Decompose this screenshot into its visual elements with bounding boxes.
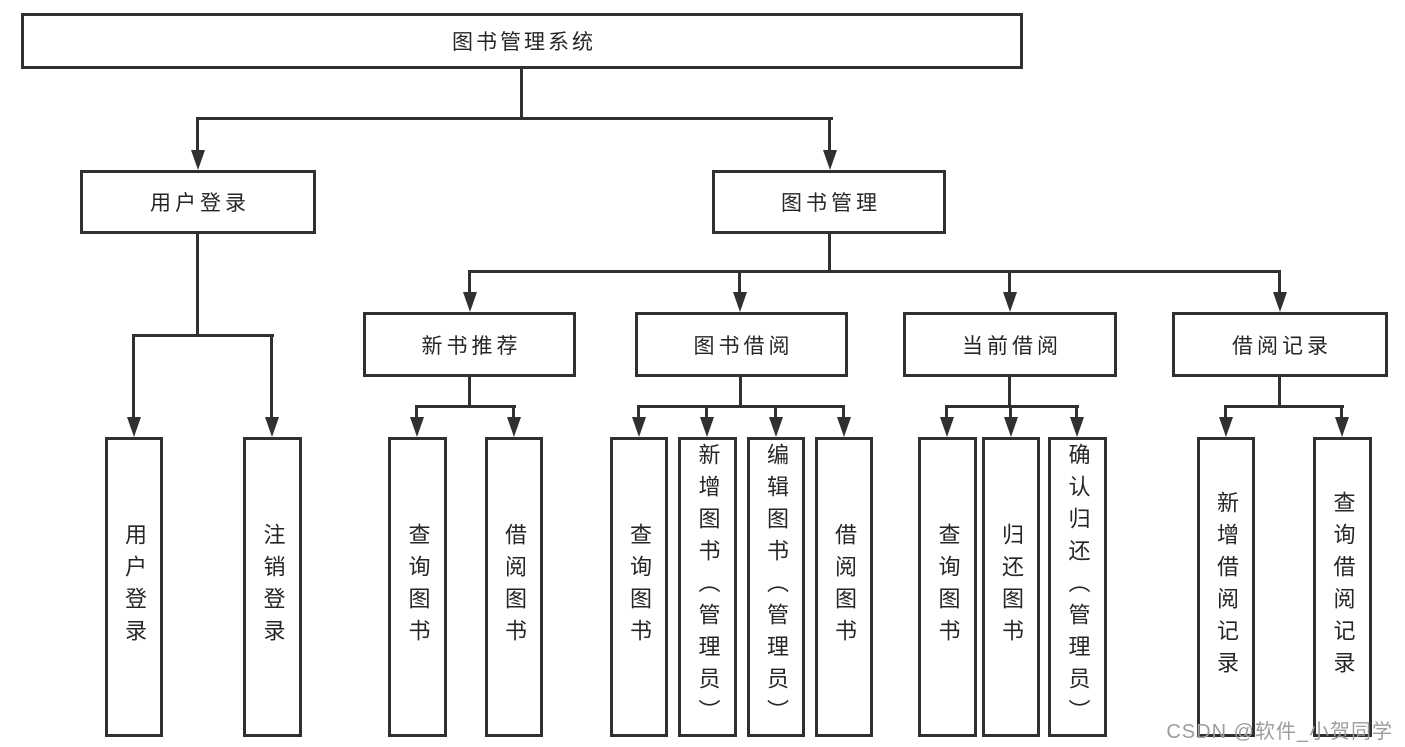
- leaf-edit-book-admin: 编辑图书（管理员）: [747, 437, 805, 737]
- connector-line: [739, 377, 742, 408]
- connector-line: [196, 117, 199, 154]
- arrow-down-icon: [632, 417, 646, 437]
- connector-line: [637, 405, 640, 421]
- arrow-down-icon: [507, 417, 521, 437]
- leaf-add-borrow-record: 新增借阅记录: [1197, 437, 1255, 737]
- connector-line: [828, 117, 831, 154]
- leaf-label: 注销登录: [260, 523, 286, 651]
- leaf-label: 新增借阅记录: [1214, 491, 1239, 683]
- arrow-down-icon: [837, 417, 851, 437]
- leaf-label: 新增图书（管理员）: [695, 443, 721, 731]
- arrow-down-icon: [823, 150, 837, 170]
- arrow-down-icon: [410, 417, 424, 437]
- arrow-down-icon: [463, 292, 477, 312]
- leaf-label: 查询借阅记录: [1330, 491, 1356, 683]
- connector-line: [1278, 270, 1281, 296]
- connector-line: [1009, 405, 1012, 421]
- leaf-label: 确认归还（管理员）: [1065, 443, 1091, 731]
- arrow-down-icon: [769, 417, 783, 437]
- connector-line: [196, 233, 199, 337]
- leaf-label: 查询图书: [935, 523, 961, 651]
- connector-line: [415, 405, 418, 421]
- leaf-label: 编辑图书（管理员）: [764, 443, 789, 731]
- connector-line: [132, 334, 135, 421]
- connector-line: [468, 270, 1281, 273]
- leaf-label: 借阅图书: [502, 523, 527, 651]
- connector-line: [842, 405, 845, 421]
- leaf-query-books-recommend: 查询图书: [388, 437, 447, 737]
- node-borrow-records: 借阅记录: [1172, 312, 1388, 377]
- connector-line: [196, 117, 833, 120]
- leaf-borrow-book: 借阅图书: [815, 437, 873, 737]
- connector-line: [1224, 405, 1227, 421]
- arrow-down-icon: [1004, 417, 1018, 437]
- leaf-label: 用户登录: [122, 523, 147, 651]
- connector-line: [1340, 405, 1343, 421]
- leaf-label: 查询图书: [405, 523, 431, 651]
- arrow-down-icon: [940, 417, 954, 437]
- connector-line: [774, 405, 777, 421]
- node-book-borrowing: 图书借阅: [635, 312, 848, 377]
- connector-line: [270, 334, 273, 421]
- leaf-return-book: 归还图书: [982, 437, 1040, 737]
- connector-line: [1008, 377, 1011, 408]
- connector-line: [520, 69, 523, 120]
- arrow-down-icon: [127, 417, 141, 437]
- connector-line: [1075, 405, 1078, 421]
- leaf-label: 借阅图书: [832, 523, 857, 651]
- connector-line: [705, 405, 708, 421]
- node-user-login: 用户登录: [80, 170, 316, 234]
- arrow-down-icon: [265, 417, 279, 437]
- leaf-label: 归还图书: [999, 523, 1024, 651]
- leaf-logout: 注销登录: [243, 437, 302, 737]
- arrow-down-icon: [700, 417, 714, 437]
- connector-line: [468, 270, 471, 296]
- leaf-label: 查询图书: [627, 523, 652, 651]
- connector-line: [738, 270, 741, 296]
- arrow-down-icon: [733, 292, 747, 312]
- arrow-down-icon: [1273, 292, 1287, 312]
- connector-line: [132, 334, 274, 337]
- connector-line: [1278, 377, 1281, 408]
- connector-line: [945, 405, 1079, 408]
- connector-line: [828, 233, 831, 273]
- connector-line: [415, 405, 516, 408]
- arrow-down-icon: [1003, 292, 1017, 312]
- node-root-library-system: 图书管理系统: [21, 13, 1023, 69]
- connector-line: [637, 405, 845, 408]
- leaf-add-book-admin: 新增图书（管理员）: [678, 437, 737, 737]
- connector-line: [1008, 270, 1011, 296]
- node-book-management: 图书管理: [712, 170, 946, 234]
- node-new-book-recommend: 新书推荐: [363, 312, 576, 377]
- leaf-user-login: 用户登录: [105, 437, 163, 737]
- connector-line: [945, 405, 948, 421]
- leaf-query-books-borrow: 查询图书: [610, 437, 668, 737]
- connector-line: [468, 377, 471, 408]
- leaf-borrow-book-recommend: 借阅图书: [485, 437, 543, 737]
- csdn-watermark: CSDN @软件_小贺同学: [1166, 721, 1393, 743]
- connector-line: [512, 405, 515, 421]
- leaf-query-borrow-record: 查询借阅记录: [1313, 437, 1372, 737]
- arrow-down-icon: [191, 150, 205, 170]
- node-current-borrowing: 当前借阅: [903, 312, 1117, 377]
- arrow-down-icon: [1335, 417, 1349, 437]
- arrow-down-icon: [1070, 417, 1084, 437]
- connector-line: [1224, 405, 1344, 408]
- leaf-query-books-current: 查询图书: [918, 437, 977, 737]
- arrow-down-icon: [1219, 417, 1233, 437]
- leaf-confirm-return-admin: 确认归还（管理员）: [1048, 437, 1107, 737]
